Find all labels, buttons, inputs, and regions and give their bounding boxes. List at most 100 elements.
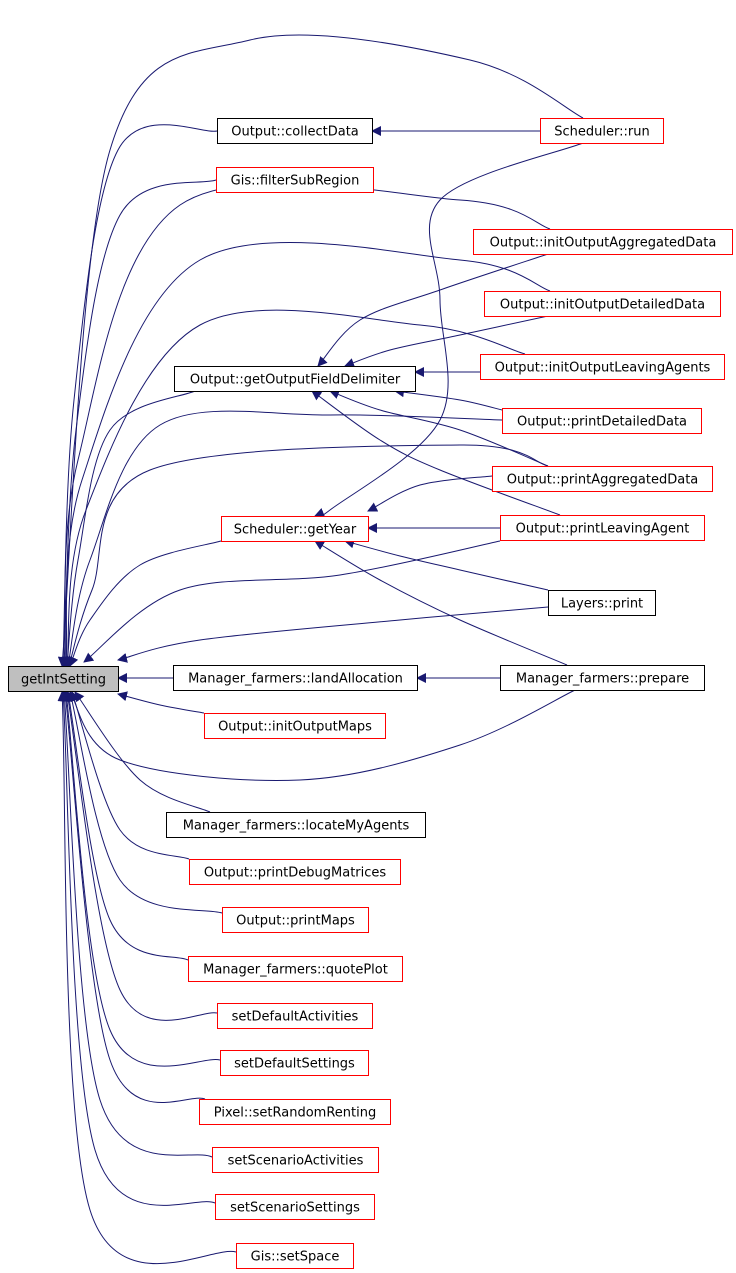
node-box xyxy=(236,1243,354,1269)
edge-setdefaultsettings-to-getintsetting xyxy=(62,691,221,1067)
graph-node-output-printaggregateddata[interactable]: Output::printAggregatedData xyxy=(492,466,713,492)
node-box xyxy=(212,1147,379,1173)
edge-layers-print-to-scheduler-getyear xyxy=(344,538,549,591)
node-box xyxy=(216,167,374,193)
node-box xyxy=(199,1099,391,1125)
graph-node-setscenarioactivities[interactable]: setScenarioActivities xyxy=(212,1147,379,1173)
edge-output-printdetaileddata-to-getintsetting xyxy=(64,410,503,667)
node-box xyxy=(492,466,713,492)
edge-output-printleavingagent-to-getintsetting xyxy=(83,540,501,663)
graph-node-output-printdetaileddata[interactable]: Output::printDetailedData xyxy=(502,408,702,434)
edge-output-initoutputaggregateddata-to-getintsetting xyxy=(60,182,551,667)
node-box xyxy=(473,229,733,255)
node-label: Scheduler::getYear xyxy=(234,523,357,538)
edge-output-initoutputdetaileddata-to-output-getoutputfielddelimiter xyxy=(344,315,549,368)
node-box xyxy=(480,354,725,380)
graph-node-output-printleavingagent[interactable]: Output::printLeavingAgent xyxy=(500,515,705,541)
graph-node-output-collectdata[interactable]: Output::collectData xyxy=(217,118,373,144)
node-label: setScenarioActivities xyxy=(228,1154,364,1169)
node-box xyxy=(500,665,705,691)
edge-output-printaggregateddata-to-getintsetting xyxy=(66,444,549,667)
edge-output-printleavingagent-to-output-getoutputfielddelimiter xyxy=(311,390,561,516)
node-box xyxy=(217,1003,373,1029)
node-label: Output::collectData xyxy=(231,125,359,140)
edge-scheduler-getyear-to-getintsetting xyxy=(68,540,222,667)
edge-output-printdetaileddata-to-output-getoutputfielddelimiter xyxy=(394,387,503,411)
graph-node-pixel-setrandomrenting[interactable]: Pixel::setRandomRenting xyxy=(199,1099,391,1125)
edge-output-printaggregateddata-to-output-getoutputfielddelimiter xyxy=(329,389,549,467)
node-box xyxy=(548,590,656,616)
graph-node-setdefaultactivities[interactable]: setDefaultActivities xyxy=(217,1003,373,1029)
edge-output-initoutputmaps-to-getintsetting xyxy=(117,691,205,714)
edge-output-printaggregateddata-to-scheduler-getyear xyxy=(367,475,493,512)
node-label: Gis::filterSubRegion xyxy=(231,174,360,189)
graph-node-setscenariosettings[interactable]: setScenarioSettings xyxy=(215,1194,375,1220)
graph-node-scheduler-getyear[interactable]: Scheduler::getYear xyxy=(221,516,369,542)
node-label: getIntSetting xyxy=(21,673,106,688)
graph-node-manager-farmers-quoteplot[interactable]: Manager_farmers::quotePlot xyxy=(188,956,403,982)
node-box xyxy=(188,956,403,982)
graph-node-gis-filtersubregion[interactable]: Gis::filterSubRegion xyxy=(216,167,374,193)
edge-pixel-setrandomrenting-to-getintsetting xyxy=(61,691,206,1103)
graph-node-output-getoutputfielddelimiter[interactable]: Output::getOutputFieldDelimiter xyxy=(174,366,416,392)
node-label: Gis::setSpace xyxy=(251,1250,340,1265)
node-box xyxy=(484,291,721,317)
edge-output-initoutputaggregateddata-to-output-getoutputfielddelimiter xyxy=(317,253,549,367)
graph-node-output-initoutputdetaileddata[interactable]: Output::initOutputDetailedData xyxy=(484,291,721,317)
node-box xyxy=(173,665,418,691)
node-label: Output::printMaps xyxy=(236,914,355,929)
node-box xyxy=(540,118,664,144)
node-label: Output::initOutputAggregatedData xyxy=(490,236,717,251)
edge-output-initoutputleavingagents-to-getintsetting xyxy=(63,309,526,667)
graph-node-manager-farmers-prepare[interactable]: Manager_farmers::prepare xyxy=(500,665,705,691)
node-label: Output::printLeavingAgent xyxy=(516,522,690,537)
node-box xyxy=(215,1194,375,1220)
root-node: getIntSetting xyxy=(8,666,119,692)
edge-manager-farmers-locatemyagents-to-getintsetting xyxy=(74,691,211,813)
edge-output-collectdata-to-getintsetting xyxy=(58,124,218,667)
graph-node-output-initoutputaggregateddata[interactable]: Output::initOutputAggregatedData xyxy=(473,229,733,255)
node-box xyxy=(189,859,401,885)
edge-scheduler-run-to-scheduler-getyear xyxy=(314,142,584,520)
node-box xyxy=(500,515,705,541)
node-label: setScenarioSettings xyxy=(230,1201,360,1216)
graph-node-setdefaultsettings[interactable]: setDefaultSettings xyxy=(220,1050,369,1076)
node-label: Output::initOutputDetailedData xyxy=(500,298,705,313)
node-box xyxy=(204,713,386,739)
node-box xyxy=(222,907,369,933)
node-box xyxy=(502,408,702,434)
node-box xyxy=(174,366,416,392)
graph-node-scheduler-run[interactable]: Scheduler::run xyxy=(540,118,664,144)
graph-node-manager-farmers-landallocation[interactable]: Manager_farmers::landAllocation xyxy=(173,665,418,691)
graph-node-output-printmaps[interactable]: Output::printMaps xyxy=(222,907,369,933)
edge-output-printmaps-to-getintsetting xyxy=(67,691,223,914)
node-label: Output::initOutputLeavingAgents xyxy=(495,361,711,376)
node-label: Manager_farmers::landAllocation xyxy=(188,672,403,687)
node-label: Output::printDebugMatrices xyxy=(204,866,387,881)
edge-output-printdebugmatrices-to-getintsetting xyxy=(70,691,190,860)
edge-output-initoutputdetaileddata-to-getintsetting xyxy=(61,241,551,667)
edge-setscenariosettings-to-getintsetting xyxy=(58,691,216,1206)
edge-layers-print-to-getintsetting xyxy=(117,606,549,663)
node-box xyxy=(217,118,373,144)
edge-setdefaultactivities-to-getintsetting xyxy=(63,691,218,1021)
node-box xyxy=(8,666,119,692)
node-label: setDefaultActivities xyxy=(232,1010,359,1025)
edge-manager-farmers-quoteplot-to-getintsetting xyxy=(64,691,189,961)
node-label: Output::getOutputFieldDelimiter xyxy=(190,373,401,388)
edge-setscenarioactivities-to-getintsetting xyxy=(59,691,213,1158)
node-box xyxy=(220,1050,369,1076)
node-label: Pixel::setRandomRenting xyxy=(214,1106,376,1121)
graph-node-manager-farmers-locatemyagents[interactable]: Manager_farmers::locateMyAgents xyxy=(166,812,426,838)
node-label: Layers::print xyxy=(561,597,643,612)
node-label: setDefaultSettings xyxy=(234,1057,355,1072)
graph-node-output-initoutputleavingagents[interactable]: Output::initOutputLeavingAgents xyxy=(480,354,725,380)
edge-manager-farmers-prepare-to-scheduler-getyear xyxy=(314,540,568,666)
graph-node-layers-print[interactable]: Layers::print xyxy=(548,590,656,616)
edges xyxy=(57,34,584,1265)
graph-node-output-initoutputmaps[interactable]: Output::initOutputMaps xyxy=(204,713,386,739)
graph-node-output-printdebugmatrices[interactable]: Output::printDebugMatrices xyxy=(189,859,401,885)
graph-node-gis-setspace[interactable]: Gis::setSpace xyxy=(236,1243,354,1269)
